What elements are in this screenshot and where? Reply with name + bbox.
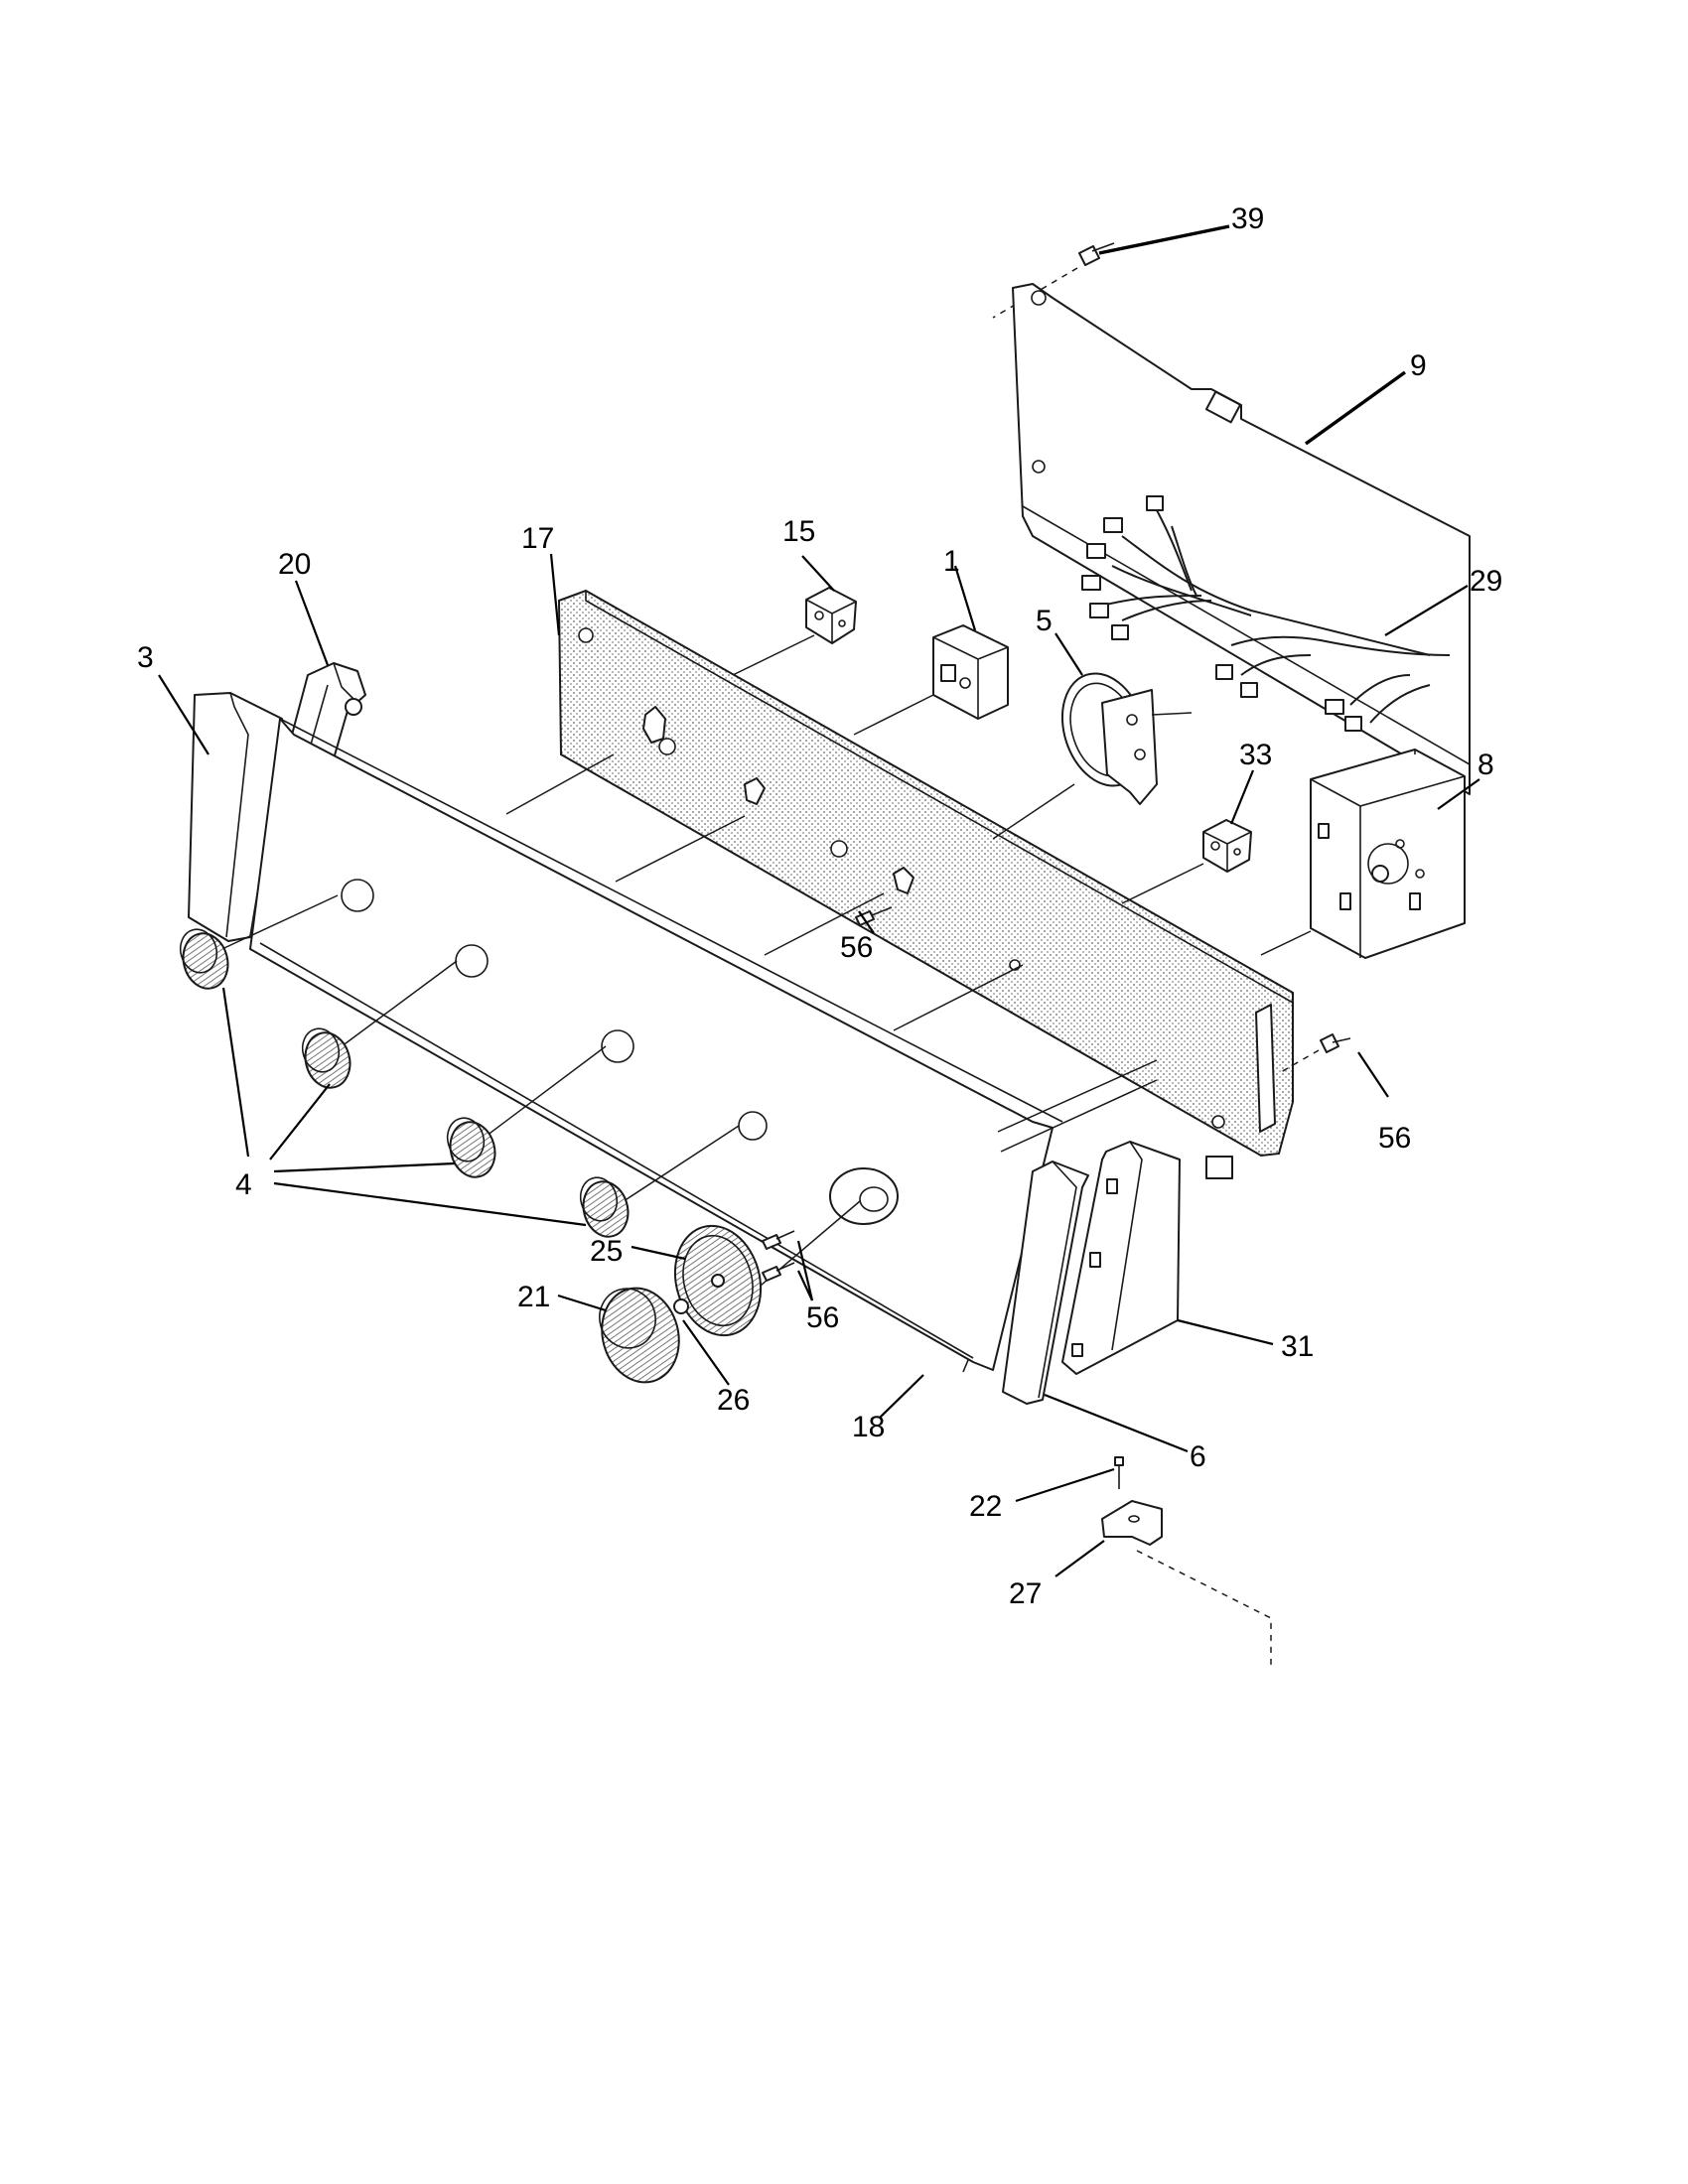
callout-17: 17: [521, 522, 554, 555]
assembly-axis-lines: [212, 753, 1158, 1292]
part-15-switch: [732, 587, 857, 676]
part-1-switch-block: [853, 624, 1009, 736]
part-25-dial-skirt: [673, 1224, 763, 1337]
callout-26: 26: [717, 1384, 750, 1417]
callout-39: 39: [1231, 203, 1264, 235]
part-17-mounting-panel: [557, 589, 1294, 1179]
part-22-screw: [1114, 1456, 1124, 1489]
callout-9: 9: [1410, 349, 1427, 382]
part-56-screws: [762, 906, 1351, 1282]
callout-21: 21: [517, 1281, 550, 1313]
knob-4: [579, 1176, 630, 1238]
callout-6: 6: [1190, 1440, 1206, 1473]
callout-15: 15: [782, 515, 815, 548]
part-5-pressure-switch: [992, 672, 1193, 840]
part-31-right-end-bracket: [1061, 1141, 1181, 1375]
callout-8: 8: [1477, 749, 1494, 781]
callout-25: 25: [590, 1235, 623, 1268]
callout-29: 29: [1470, 565, 1502, 598]
callout-18: 18: [852, 1411, 885, 1443]
knob-3: [446, 1117, 496, 1178]
callout-22: 22: [969, 1490, 1002, 1523]
callout-56-skirt: 56: [806, 1301, 839, 1334]
callout-1: 1: [943, 545, 960, 578]
leader-lines: [158, 224, 1480, 1577]
part-4-knobs: [179, 928, 630, 1238]
callout-5: 5: [1036, 605, 1053, 637]
callout-33: 33: [1239, 739, 1272, 771]
knob-1: [179, 928, 229, 990]
callout-numbers: 39 9 29 17 15 1 5 20 3 33 8 56 56 56 4 2…: [137, 203, 1502, 1610]
callout-3: 3: [137, 641, 154, 674]
knob-2: [301, 1027, 352, 1089]
callout-20: 20: [278, 548, 311, 581]
part-33-switch: [1121, 819, 1252, 904]
part-21-timer-knob: [599, 1287, 680, 1384]
part-8-timer: [1260, 749, 1466, 959]
part-26-washer: [673, 1298, 689, 1314]
part-27-bracket: [1101, 1500, 1272, 1668]
callout-56-panel: 56: [840, 931, 873, 964]
callout-31: 31: [1281, 1330, 1314, 1363]
part-29-wire-harness: [1081, 495, 1469, 732]
callout-56-right: 56: [1378, 1122, 1411, 1155]
callout-27: 27: [1009, 1577, 1042, 1610]
callout-4: 4: [235, 1168, 252, 1201]
part-6-right-end-cap: [1002, 1160, 1089, 1405]
